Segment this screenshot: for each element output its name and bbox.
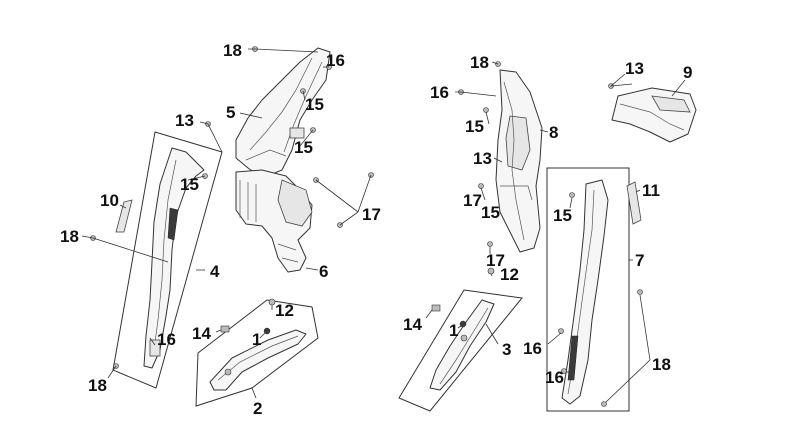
callout-1: 1 [449, 321, 458, 340]
callout-12: 12 [275, 301, 294, 320]
callout-18: 18 [470, 53, 489, 72]
callout-9: 9 [683, 63, 692, 82]
item-1-right [459, 320, 467, 328]
callout-14: 14 [192, 324, 211, 343]
part-4-left-side-cover [143, 147, 205, 369]
part-7-right-side-cover [561, 179, 609, 405]
callout-16: 16 [545, 368, 564, 387]
part-11-trim-strip [626, 181, 642, 225]
part-3-right-lower-trim [429, 299, 495, 391]
callout-15: 15 [481, 203, 500, 222]
callout-15: 15 [294, 138, 313, 157]
callout-15: 15 [180, 175, 199, 194]
callout-6: 6 [319, 262, 328, 281]
callout-5: 5 [226, 103, 235, 122]
callout-13: 13 [625, 59, 644, 78]
callout-14: 14 [403, 315, 422, 334]
callout-12: 12 [500, 265, 519, 284]
callout-13: 13 [473, 149, 492, 168]
callout-18: 18 [652, 355, 671, 374]
callout-18: 18 [60, 227, 79, 246]
callout-1: 1 [252, 330, 261, 349]
callout-13: 13 [175, 111, 194, 130]
callout-15: 15 [553, 206, 572, 225]
callout-18: 18 [223, 41, 242, 60]
callout-15: 15 [305, 95, 324, 114]
callout-16: 16 [523, 339, 542, 358]
leader-lines-left [81, 48, 372, 399]
callout-16: 16 [157, 330, 176, 349]
callout-16: 16 [326, 51, 345, 70]
callout-16: 16 [430, 83, 449, 102]
leader-lines-right [425, 61, 686, 403]
part-9-rear-cover [611, 87, 697, 143]
callout-11: 11 [642, 181, 660, 200]
part-3-frame [398, 289, 523, 412]
item-1-left [263, 327, 271, 335]
callout-8: 8 [549, 123, 558, 142]
callout-4: 4 [210, 262, 220, 281]
callout-15: 15 [465, 117, 484, 136]
callout-17: 17 [362, 205, 381, 224]
item-14-left [220, 325, 230, 333]
callout-17: 17 [463, 191, 482, 210]
part-4-frame [112, 131, 223, 389]
callout-17: 17 [486, 251, 505, 270]
part-2-frame [195, 299, 319, 407]
callout-7: 7 [635, 251, 644, 270]
part-2-lower-trim [209, 329, 307, 391]
part-8-right-inner-panel [495, 69, 543, 253]
callout-3: 3 [502, 340, 511, 359]
item-14-right [431, 304, 441, 312]
callout-2: 2 [253, 399, 262, 418]
callout-10: 10 [100, 191, 119, 210]
part-10-trim-strip [115, 199, 133, 233]
callout-18: 18 [88, 376, 107, 395]
part-6-inner-lower-duct [235, 169, 313, 273]
part-5-inner-upper-panel [235, 47, 331, 179]
part-7-frame [546, 167, 630, 412]
